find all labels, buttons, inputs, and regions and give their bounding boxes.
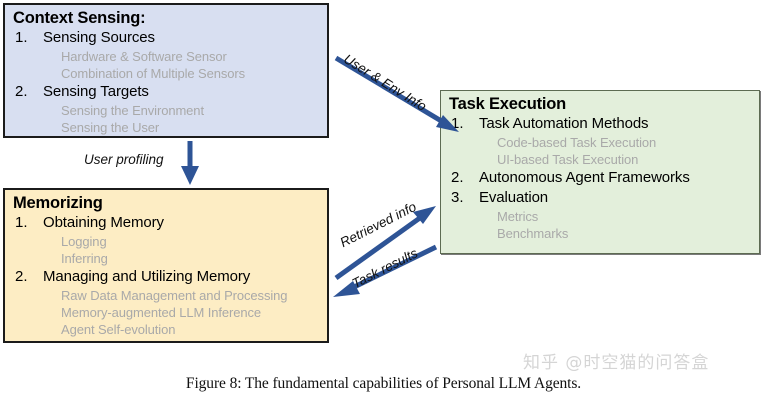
list-item: 3. Evaluation Metrics Benchmarks: [449, 188, 753, 242]
sub-list: Hardware & Software Sensor Combination o…: [43, 48, 321, 82]
sub-item: Inferring: [61, 251, 108, 266]
list-item: 1. Task Automation Methods Code-based Ta…: [449, 114, 753, 168]
sub-list: Code-based Task Execution UI-based Task …: [479, 134, 753, 168]
item-label: Sensing Targets: [43, 83, 149, 100]
memorizing-title: Memorizing: [13, 194, 103, 212]
item-label: Obtaining Memory: [43, 214, 164, 231]
sub-list: Sensing the Environment Sensing the User: [43, 102, 321, 136]
arrow-label-user-env-info: User & Env Info: [341, 51, 430, 114]
arrow-label-retrieved-info: Retrieved info: [337, 199, 419, 251]
task-execution-items: 1. Task Automation Methods Code-based Ta…: [449, 114, 753, 242]
item-number: 2.: [15, 268, 28, 285]
sub-item: Sensing the User: [61, 120, 160, 135]
sub-list: Logging Inferring: [43, 233, 321, 267]
sub-item: Sensing the Environment: [61, 103, 204, 118]
sub-item: Code-based Task Execution: [497, 135, 657, 150]
sub-item: Agent Self-evolution: [61, 322, 176, 337]
sub-item: Logging: [61, 234, 107, 249]
task-execution-title: Task Execution: [449, 95, 567, 113]
task-execution-box: Task Execution 1. Task Automation Method…: [440, 90, 760, 254]
list-item: 2. Managing and Utilizing Memory Raw Dat…: [13, 267, 321, 338]
context-sensing-title: Context Sensing:: [13, 9, 146, 27]
item-number: 1.: [15, 29, 28, 46]
context-sensing-box: Context Sensing: 1. Sensing Sources Hard…: [3, 3, 329, 138]
list-item: 1. Obtaining Memory Logging Inferring: [13, 213, 321, 267]
item-label: Sensing Sources: [43, 29, 155, 46]
item-number: 1.: [15, 214, 28, 231]
arrow-user-profiling: [181, 141, 199, 185]
memorizing-items: 1. Obtaining Memory Logging Inferring 2.…: [13, 213, 321, 338]
item-number: 1.: [451, 115, 464, 132]
list-item: 2. Autonomous Agent Frameworks: [449, 168, 753, 188]
sub-item: UI-based Task Execution: [497, 152, 639, 167]
memorizing-box: Memorizing 1. Obtaining Memory Logging I…: [3, 188, 329, 343]
item-number: 3.: [451, 189, 464, 206]
item-label: Managing and Utilizing Memory: [43, 268, 251, 285]
item-number: 2.: [15, 83, 28, 100]
sub-list: Raw Data Management and Processing Memor…: [43, 287, 321, 338]
sub-item: Metrics: [497, 209, 539, 224]
sub-item: Hardware & Software Sensor: [61, 49, 227, 64]
sub-item: Combination of Multiple Sensors: [61, 66, 246, 81]
item-label: Autonomous Agent Frameworks: [479, 169, 690, 186]
sub-item: Memory-augmented LLM Inference: [61, 305, 262, 320]
item-label: Evaluation: [479, 189, 549, 206]
arrow-label-task-results: Task results: [349, 245, 421, 292]
arrow-label-user-profiling: User profiling: [84, 152, 164, 167]
list-item: 2. Sensing Targets Sensing the Environme…: [13, 82, 321, 136]
sub-list: Metrics Benchmarks: [479, 208, 753, 242]
watermark: 知乎 @时空猫的问答盒: [523, 353, 710, 373]
figure-caption: Figure 8: The fundamental capabilities o…: [185, 375, 582, 392]
sub-item: Raw Data Management and Processing: [61, 288, 288, 303]
item-label: Task Automation Methods: [479, 115, 649, 132]
item-number: 2.: [451, 169, 464, 186]
sub-item: Benchmarks: [497, 226, 569, 241]
context-sensing-items: 1. Sensing Sources Hardware & Software S…: [13, 28, 321, 136]
list-item: 1. Sensing Sources Hardware & Software S…: [13, 28, 321, 82]
